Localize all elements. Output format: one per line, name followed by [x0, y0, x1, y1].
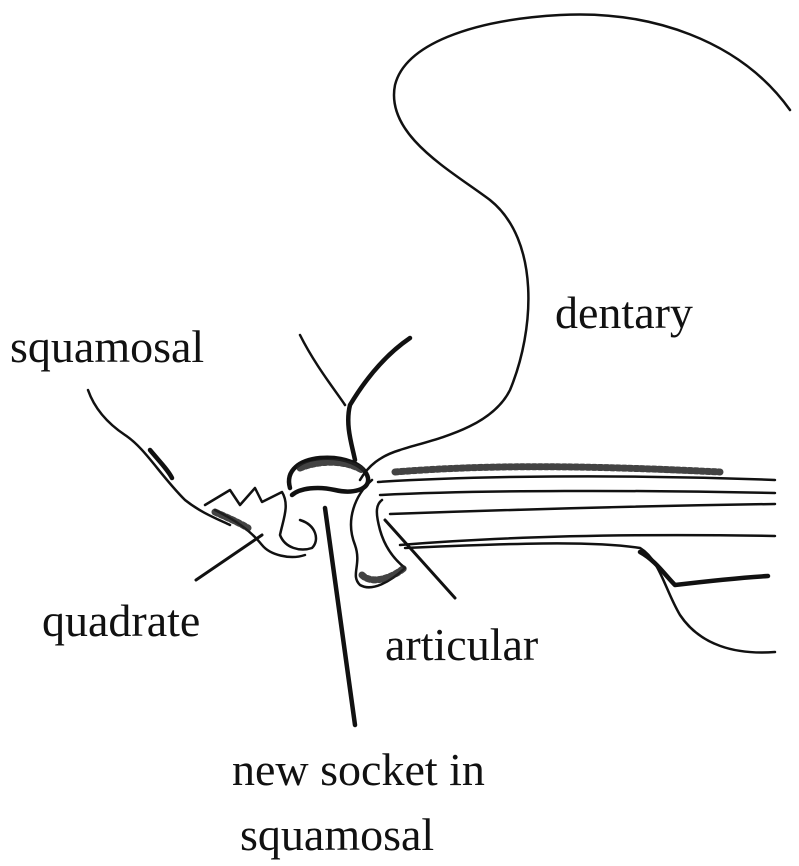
- label-squamosal: squamosal: [10, 321, 204, 372]
- label-dentary: dentary: [555, 287, 693, 338]
- jaw-lower-shading: [640, 552, 768, 585]
- squamosal-process-right: [348, 338, 410, 460]
- quadrate-leader: [196, 535, 262, 580]
- label-new-socket-line2: squamosal: [240, 809, 434, 860]
- articular-shading: [362, 568, 404, 580]
- dentary-upper-shading: [395, 467, 720, 472]
- dentary-inner-line-1: [380, 491, 775, 495]
- label-articular: articular: [385, 619, 538, 670]
- new-socket-leader: [325, 508, 355, 725]
- squamosal-socket-shading: [300, 462, 362, 470]
- label-new-socket-line1: new socket in: [232, 744, 485, 795]
- squamosal-process-left: [300, 335, 345, 405]
- label-quadrate: quadrate: [42, 595, 200, 646]
- dentary-upper-border: [378, 476, 775, 482]
- dentary-inner-line-2: [390, 504, 775, 514]
- dentary-outline: [360, 14, 790, 480]
